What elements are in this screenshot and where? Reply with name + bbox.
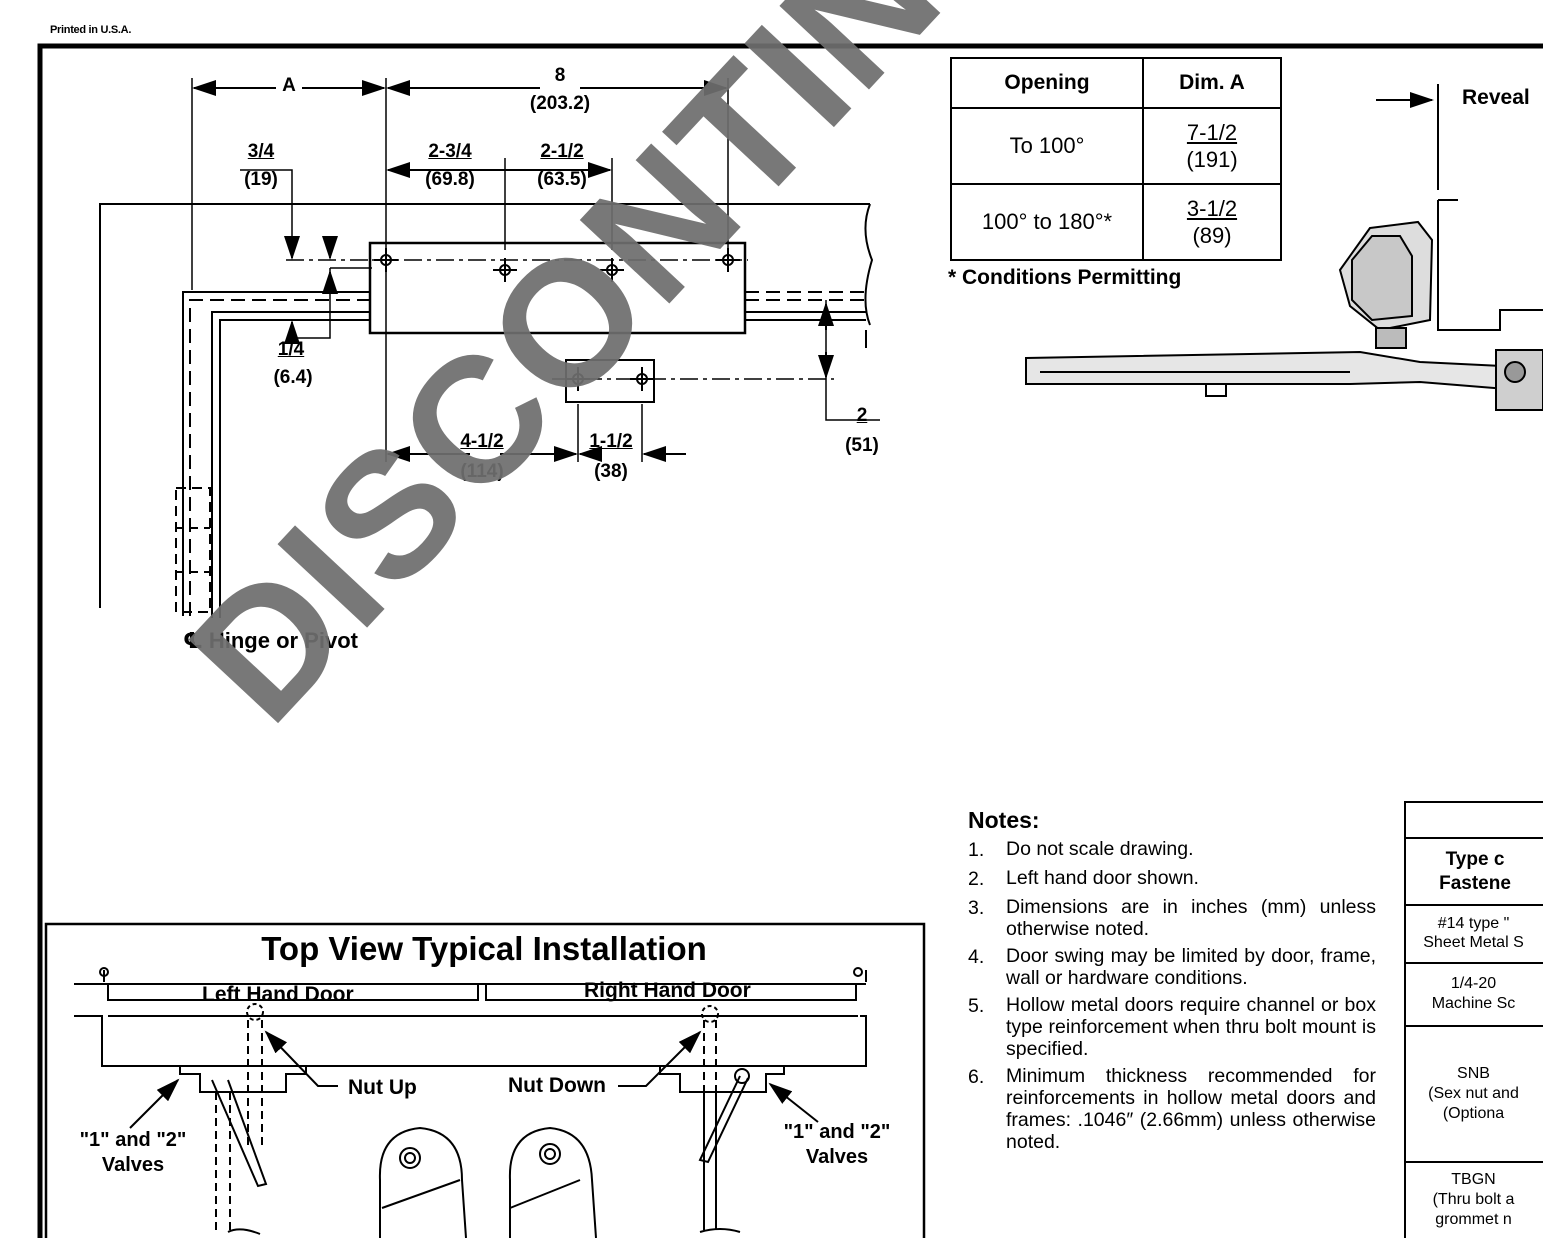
dim-3-4-mm-label: (19)	[244, 169, 278, 190]
opening-cell: To 100°	[950, 107, 1144, 185]
opening-table: Opening Dim. A To 100° 7-1/2 (191) 100° …	[950, 57, 1282, 261]
right-hand-door-label: Right Hand Door	[584, 979, 751, 1002]
dim-a-cell: 7-1/2 (191)	[1142, 107, 1282, 185]
left-hand-door-label: Left Hand Door	[202, 983, 354, 1006]
note-item: 1.Do not scale drawing.	[968, 838, 1194, 861]
notes-title: Notes:	[968, 807, 1040, 833]
fastener-type-header: Type c Fastene	[1439, 849, 1511, 894]
dim-a-header: Dim. A	[1142, 57, 1282, 109]
hinge-label: ℄ Hinge or Pivot	[183, 628, 358, 654]
dim-1-4-mm-label: (6.4)	[273, 367, 313, 388]
fastener-row: TBGN (Thru bolt a grommet n	[1432, 1171, 1515, 1228]
dim-2-1-2-mm-label: (63.5)	[537, 169, 587, 190]
dim-1-4-label: 1/4	[277, 339, 305, 360]
note-item: 2.Left hand door shown.	[968, 867, 1199, 890]
dim-4-1-2-label: 4-1/2	[460, 431, 504, 452]
reveal-label: Reveal	[1462, 86, 1530, 109]
dim-8-label: 8	[554, 65, 566, 86]
dim-2-3-4-mm-label: (69.8)	[425, 169, 475, 190]
opening-header: Opening	[950, 57, 1144, 109]
dim-8-mm-label: (203.2)	[529, 93, 591, 114]
note-item: 4.Door swing may be limited by door, fra…	[968, 945, 1376, 989]
dim-1-1-2-label: 1-1/2	[589, 431, 633, 452]
table-row: 100° to 180°* 3-1/2 (89)	[950, 183, 1282, 261]
fastener-row: 1/4-20 Machine Sc	[1431, 975, 1516, 1012]
notes-section: Notes: 1.Do not scale drawing. 2.Left ha…	[968, 808, 1376, 1158]
top-view-title: Top View Typical Installation	[261, 930, 707, 967]
dim-a-label: A	[282, 75, 296, 96]
fastener-row: #14 type " Sheet Metal S	[1423, 915, 1524, 951]
fastener-row: SNB (Sex nut and (Optiona	[1428, 1065, 1519, 1122]
dim-inches: 3-1/2	[1186, 195, 1238, 221]
dim-inches: 7-1/2	[1186, 119, 1238, 145]
note-item: 6.Minimum thickness recommended for rein…	[968, 1065, 1376, 1153]
dim-1-1-2-mm-label: (38)	[594, 461, 628, 482]
valves-left-label: "1" and "2" Valves	[79, 1129, 187, 1176]
conditions-footnote: * Conditions Permitting	[948, 266, 1182, 289]
dim-mm: (191)	[1186, 147, 1238, 172]
nut-down-label: Nut Down	[508, 1074, 606, 1097]
dim-2-1-2-label: 2-1/2	[540, 141, 584, 162]
dim-a-cell: 3-1/2 (89)	[1142, 183, 1282, 261]
printed-label: Printed in U.S.A.	[50, 24, 132, 36]
dim-mm: (89)	[1192, 223, 1232, 248]
dim-4-1-2-mm-label: (114)	[460, 461, 504, 482]
nut-up-label: Nut Up	[348, 1076, 417, 1099]
dim-2-3-4-label: 2-3/4	[428, 141, 472, 162]
table-row: To 100° 7-1/2 (191)	[950, 107, 1282, 185]
dim-2-label: 2	[856, 405, 868, 426]
dim-3-4-label: 3/4	[247, 141, 275, 162]
centerline-symbol: ℄	[183, 628, 203, 653]
dim-2-mm-label: (51)	[845, 435, 879, 456]
valves-right-label: "1" and "2" Valves	[783, 1121, 891, 1168]
opening-cell: 100° to 180°*	[950, 183, 1144, 261]
note-item: 5.Hollow metal doors require channel or …	[968, 994, 1376, 1060]
hinge-text: Hinge or Pivot	[208, 628, 358, 653]
note-item: 3.Dimensions are in inches (mm) unless o…	[968, 896, 1376, 940]
